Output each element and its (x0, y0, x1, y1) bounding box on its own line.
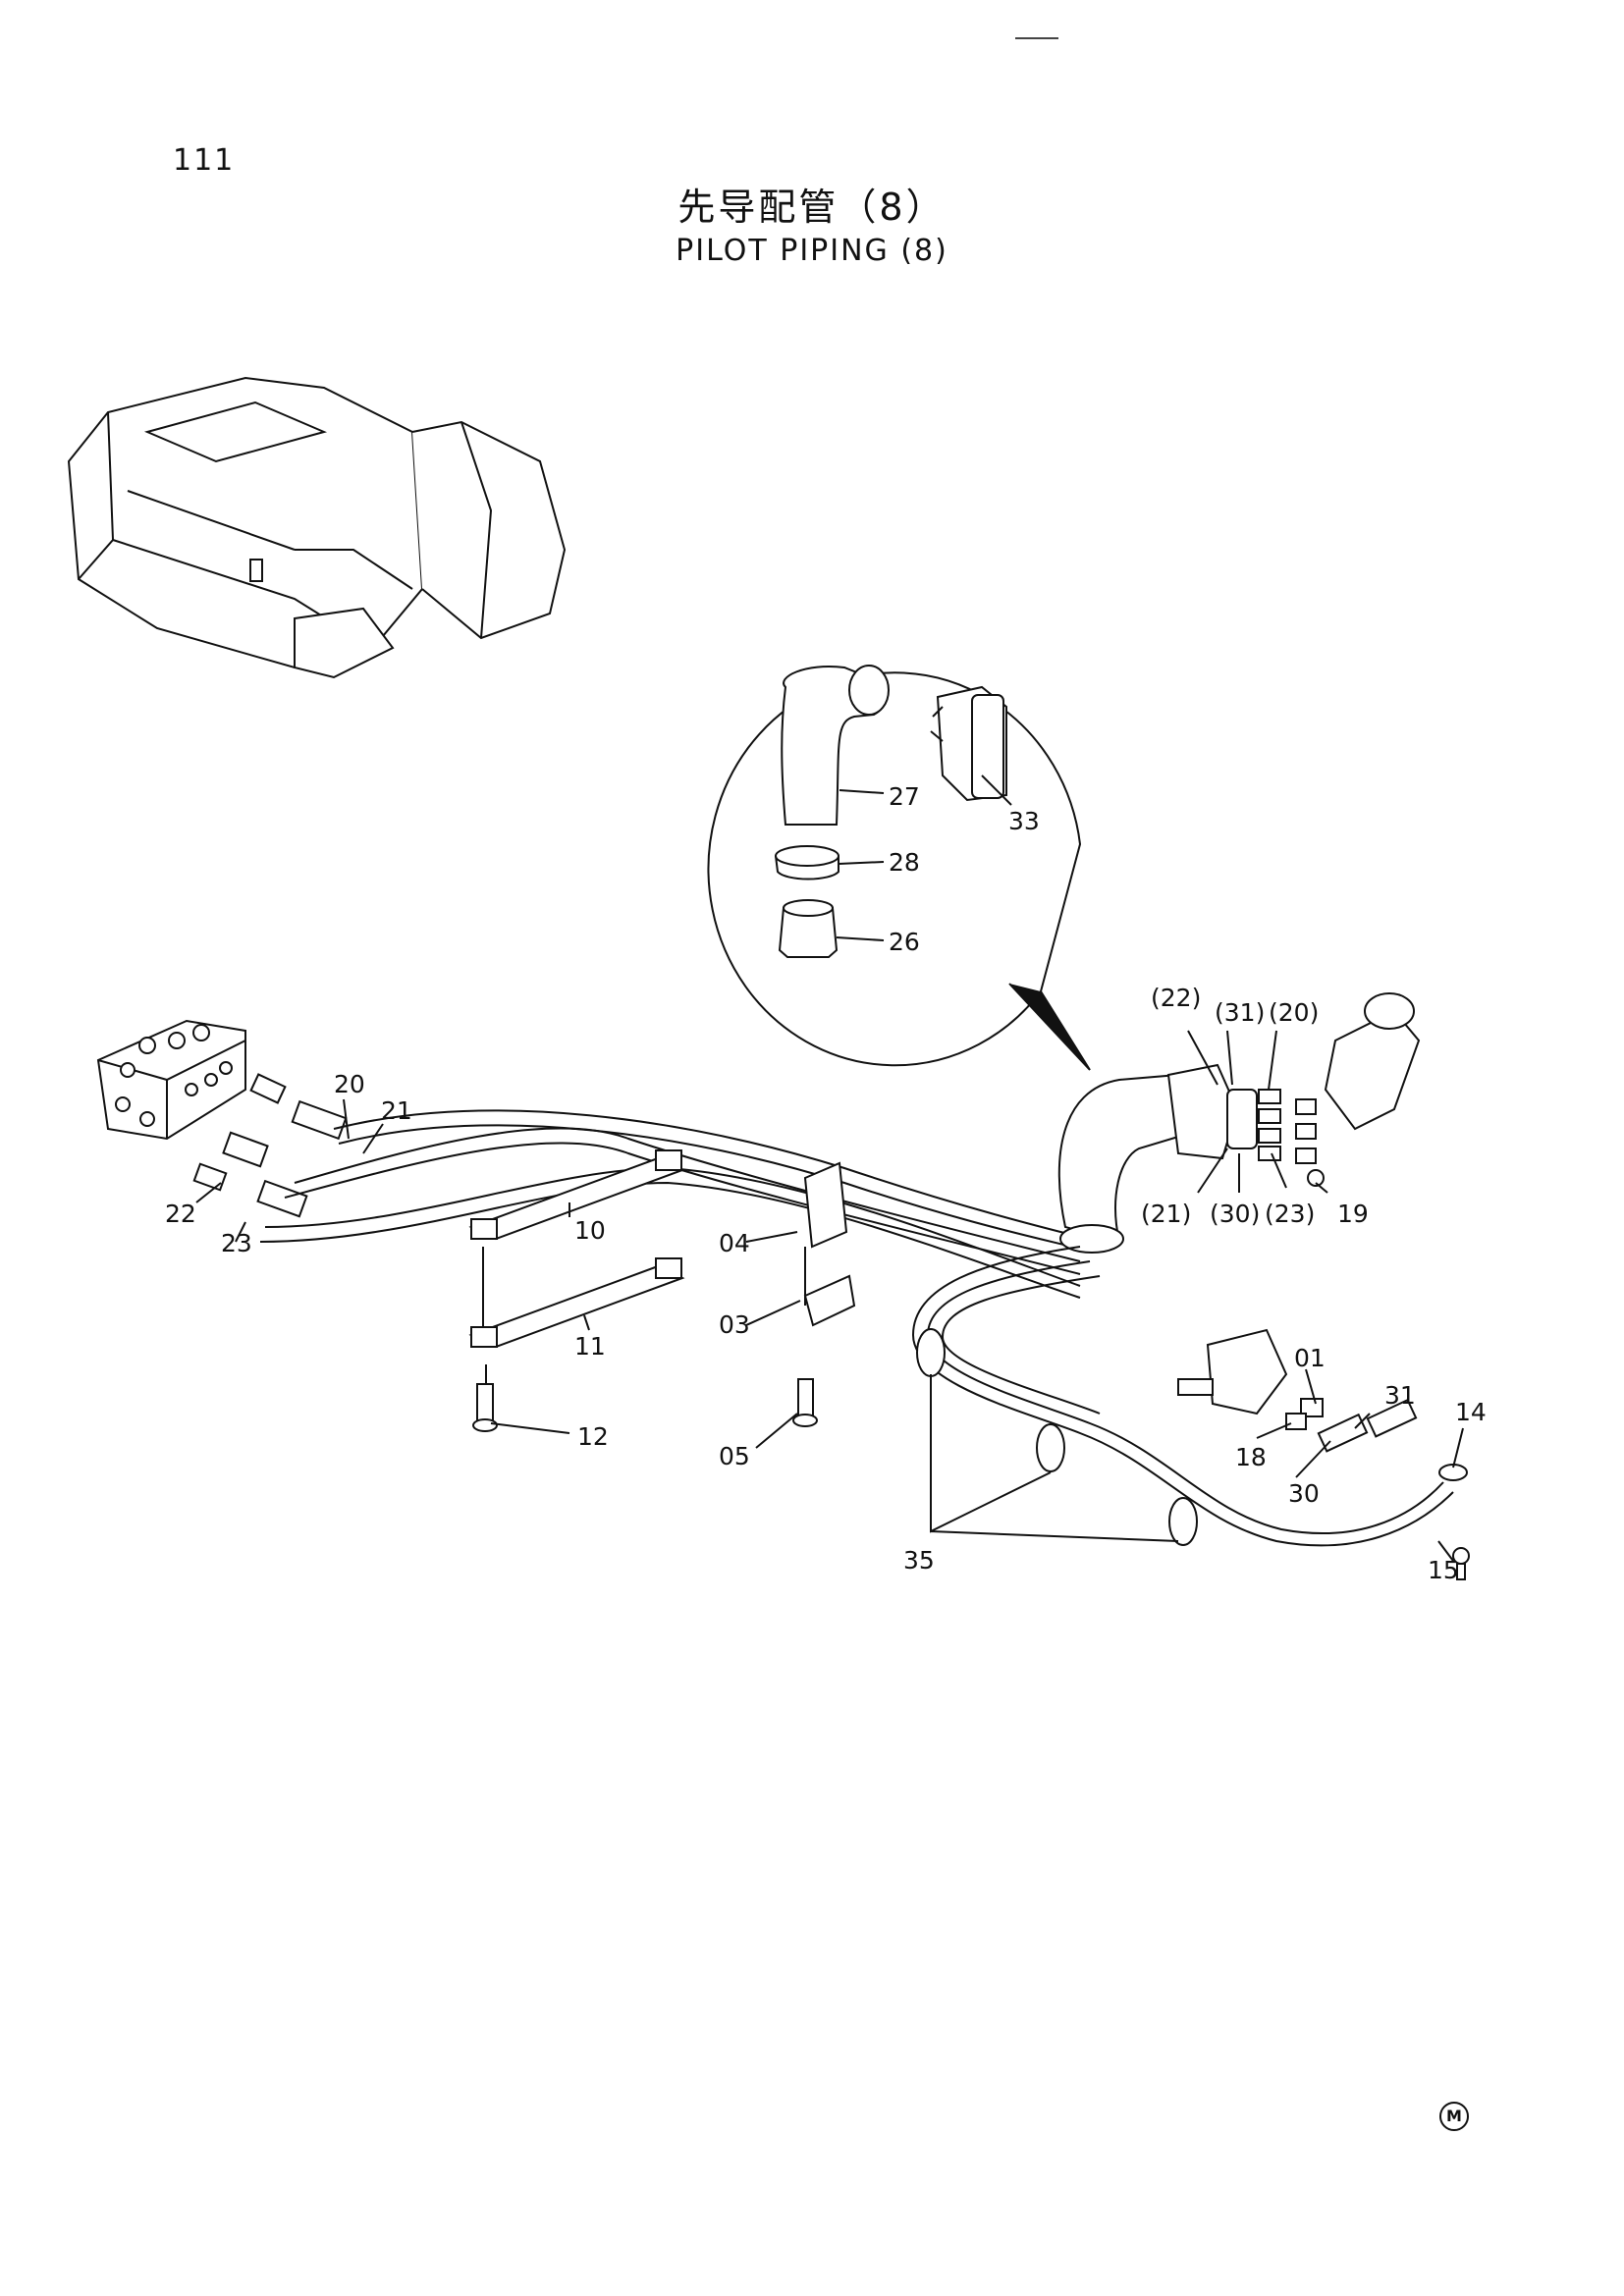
callout-28: 28 (889, 848, 920, 877)
callout-21: 21 (381, 1096, 412, 1125)
callout-14: 14 (1455, 1398, 1487, 1426)
detail-circle (707, 665, 1091, 1071)
callout-18: 18 (1235, 1443, 1267, 1471)
callout-26: 26 (889, 928, 920, 956)
page-title-english: PILOT PIPING (8) (676, 234, 948, 268)
page-number: 111 (173, 143, 236, 178)
page-title-chinese: 先导配管（8） (677, 186, 947, 229)
lower-hose-path (911, 1246, 1470, 1580)
left-valve-block (96, 1019, 348, 1218)
callout-35: 35 (903, 1546, 935, 1575)
callout-12: 12 (577, 1422, 609, 1451)
callout-04: 04 (719, 1229, 750, 1257)
callout-31-ref: (31) (1215, 998, 1265, 1027)
callout-22-ref: (22) (1151, 984, 1201, 1012)
callout-33: 33 (1008, 807, 1040, 835)
callout-labels: 27 33 28 26 (22) (31) (20) (21) (30) (23… (165, 782, 1487, 1584)
callout-21-ref: (21) (1141, 1200, 1191, 1228)
callout-22: 22 (165, 1200, 196, 1228)
manufacturer-mark-icon: M (1439, 2102, 1469, 2131)
callout-23-ref: (23) (1265, 1200, 1315, 1228)
callout-01: 01 (1294, 1344, 1326, 1372)
callout-03: 03 (719, 1310, 750, 1339)
callout-15: 15 (1428, 1556, 1459, 1584)
callout-30: 30 (1288, 1479, 1320, 1508)
right-elbow-assembly (1057, 992, 1421, 1254)
brackets-and-bolts (468, 1149, 856, 1432)
leader-lines (195, 1030, 1464, 1562)
callout-27: 27 (889, 782, 920, 811)
callout-20-ref: (20) (1269, 998, 1319, 1027)
callout-05: 05 (719, 1442, 750, 1470)
callout-19: 19 (1337, 1200, 1369, 1228)
callout-30-ref: (30) (1210, 1200, 1260, 1228)
callout-11: 11 (574, 1332, 606, 1361)
callout-23: 23 (221, 1229, 252, 1257)
top-dash-mark (1015, 37, 1058, 39)
callout-20: 20 (334, 1070, 365, 1098)
callout-10: 10 (574, 1216, 606, 1245)
callout-31: 31 (1384, 1381, 1416, 1410)
machine-overview-illustration (67, 376, 567, 679)
